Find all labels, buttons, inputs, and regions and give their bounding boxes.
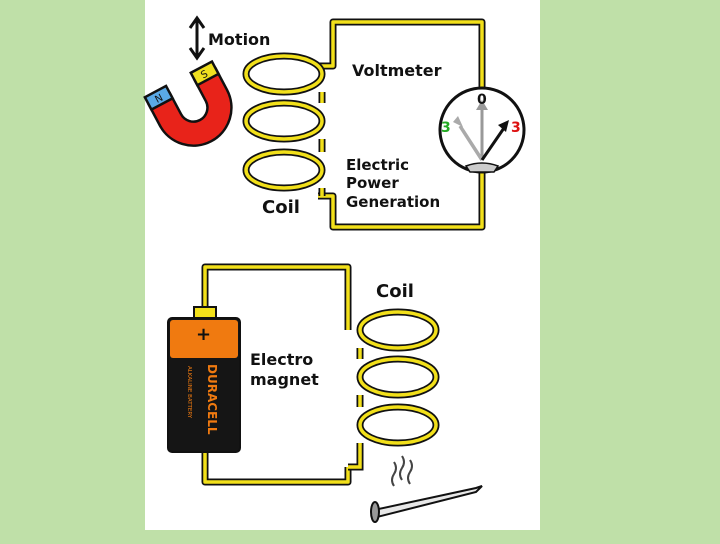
bottom-coil-label: Coil	[376, 281, 414, 302]
motion-label: Motion	[208, 30, 270, 49]
meter-zero-label: 0	[477, 92, 487, 108]
meter-right-label: 3	[511, 120, 521, 136]
voltmeter-icon: 0 3 3	[438, 86, 526, 174]
top-coil-label: Coil	[262, 197, 300, 218]
electromagnet-coil	[348, 308, 440, 471]
nail-icon	[370, 455, 483, 523]
generator-circuit-wire	[318, 18, 486, 231]
electromagnet-line-2: magnet	[250, 370, 319, 389]
meter-left-label: 3	[441, 120, 451, 136]
generation-line-3: Generation	[346, 193, 440, 211]
electromagnet-line-1: Electro	[250, 350, 313, 369]
motion-arrow-icon	[188, 15, 206, 61]
magnet-south-label: S	[199, 69, 210, 82]
electromagnet-circuit-wire	[201, 263, 352, 486]
battery-brand: DURACELL	[205, 364, 219, 435]
generation-line-2: Power	[346, 174, 399, 192]
generator-coil	[242, 52, 326, 196]
generator-diagram: Motion N S Voltmeter Coil Elect	[143, 15, 526, 231]
voltmeter-label: Voltmeter	[352, 61, 442, 80]
horseshoe-magnet-icon: N S	[143, 59, 233, 147]
battery-subtext: ALKALINE BATTERY	[186, 366, 192, 419]
battery-plus-label: +	[196, 324, 211, 345]
generation-line-1: Electric	[346, 156, 409, 174]
electromagnet-diagram: + DURACELL ALKALINE BATTERY Coil Electro…	[167, 263, 483, 523]
magnet-north-label: N	[153, 93, 165, 106]
battery-icon: + DURACELL ALKALINE BATTERY	[167, 306, 241, 453]
